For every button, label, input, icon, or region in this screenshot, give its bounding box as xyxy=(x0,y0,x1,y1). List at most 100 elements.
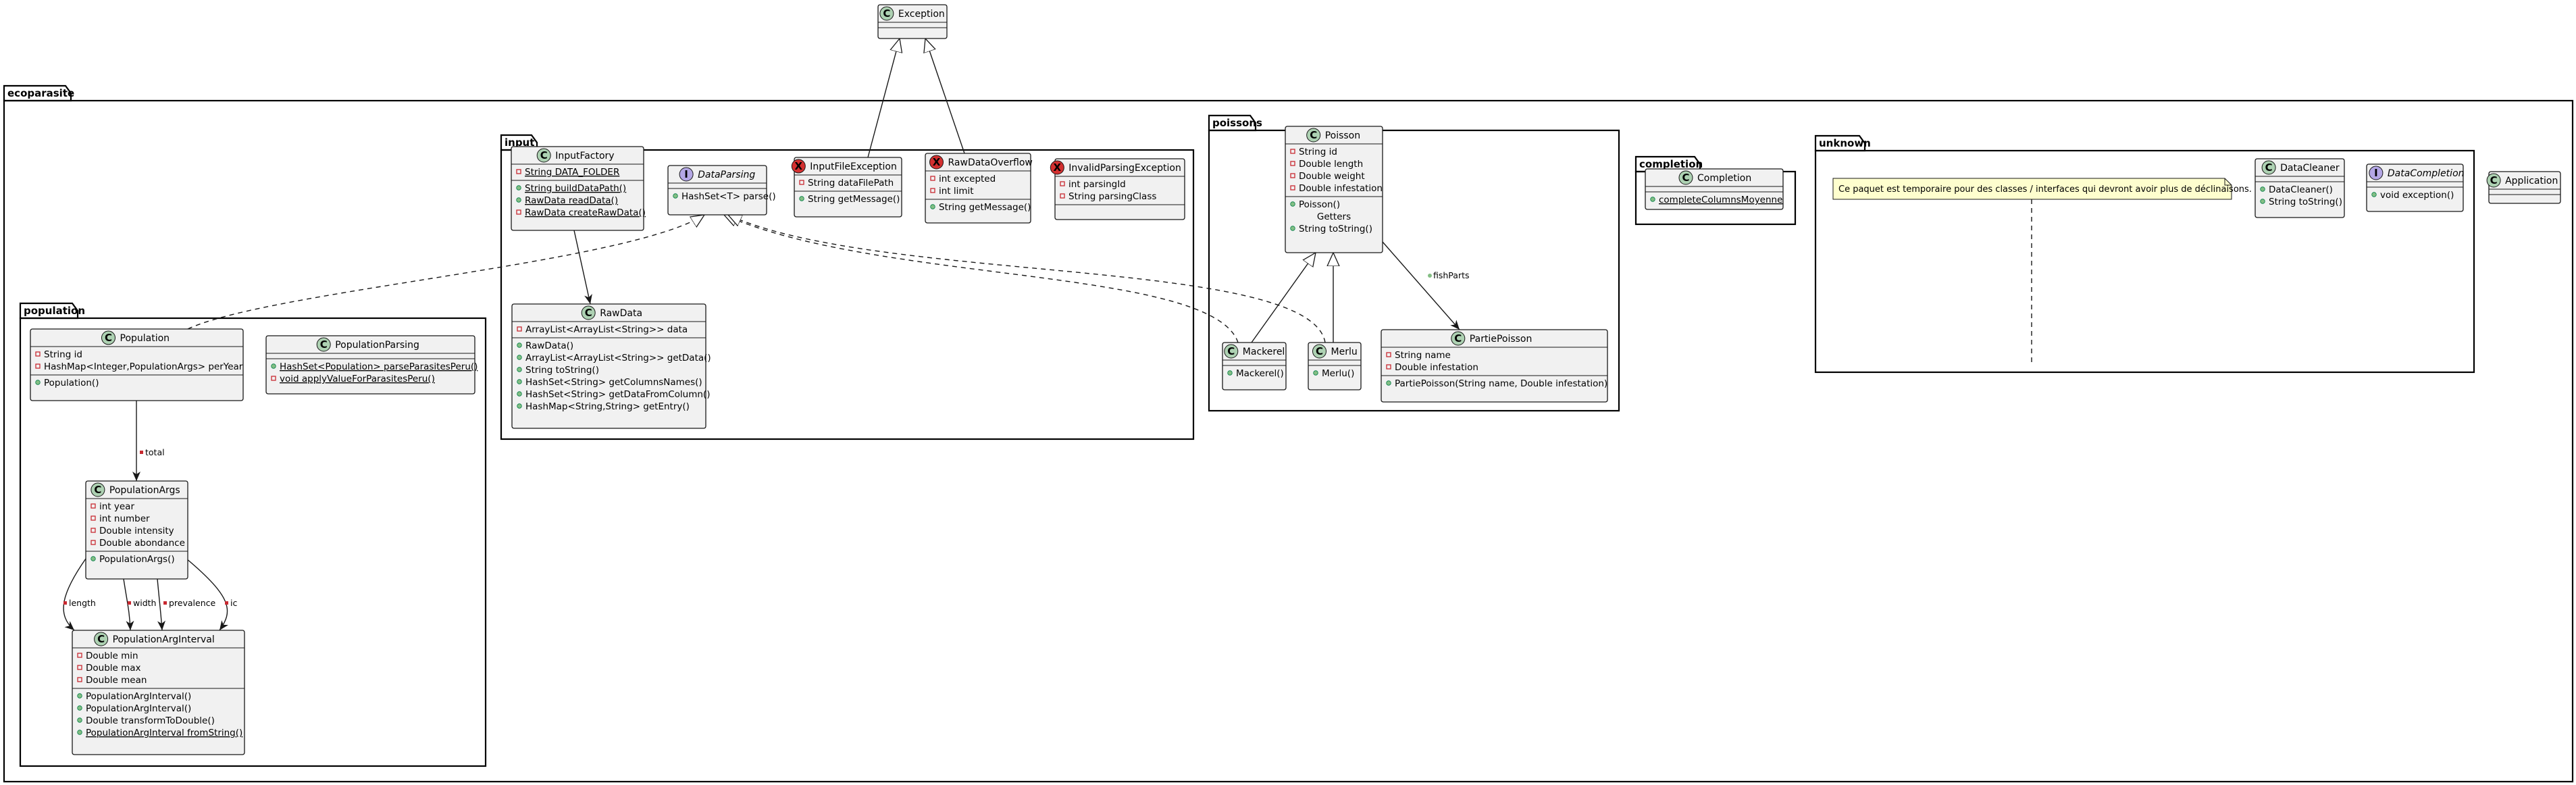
method-hashset-t-parse: HashSet<T> parse() xyxy=(673,191,776,202)
class-stereotype-icon: C xyxy=(1312,344,1326,359)
method-arraylist-arraylist-string-getdata: ArrayList<ArrayList<String>> getData() xyxy=(517,353,711,363)
method-datacleaner: DataCleaner() xyxy=(2260,184,2333,195)
class-exception[interactable]: C Exception xyxy=(877,4,948,39)
member-text: Double mean xyxy=(86,675,147,686)
class-stereotype-icon: C xyxy=(101,330,115,345)
package-tab xyxy=(1814,134,1866,152)
svg-text:X: X xyxy=(933,156,941,168)
relation-label-text: total xyxy=(145,447,165,457)
class-name: Exception xyxy=(898,9,945,20)
class-stereotype-icon: C xyxy=(94,632,109,647)
svg-text:I: I xyxy=(2374,167,2378,179)
svg-text:C: C xyxy=(1310,129,1317,141)
relation-label-text: prevalence xyxy=(169,598,216,608)
method-partiepoisson-string-name-double-infestation: PartiePoisson(String name, Double infest… xyxy=(1386,378,1607,389)
package-unknown: unknown xyxy=(1814,134,2475,374)
class-stereotype-icon: C xyxy=(879,6,894,21)
member-text: void applyValueForParasitesPeru() xyxy=(280,374,435,384)
member-text: String getMessage() xyxy=(808,194,900,205)
visibility-private-icon xyxy=(1290,149,1295,154)
visibility-public-icon xyxy=(2260,199,2265,204)
method-hashset-string-getdatafromcolumn: HashSet<String> getDataFromColumn() xyxy=(517,389,710,400)
visibility-private-icon xyxy=(77,665,82,670)
member-text: HashMap<Integer,PopulationArgs> perYear xyxy=(44,361,243,372)
member-text: Double weight xyxy=(1299,171,1365,182)
visibility-private-marker xyxy=(63,601,67,605)
package-tab xyxy=(3,84,72,102)
class-name: Application xyxy=(2505,176,2558,186)
member-text: HashSet<Population> parseParasitesPeru() xyxy=(280,361,478,372)
method-hashmap-string-string-getentry: HashMap<String,String> getEntry() xyxy=(517,401,690,412)
svg-text:X: X xyxy=(1054,161,1062,174)
note-text: Ce paquet est temporaire pour des classe… xyxy=(1838,184,2252,195)
package-name: poissons xyxy=(1212,117,1262,129)
relation-label-text: width xyxy=(133,598,156,608)
member-text: PopulationArgInterval fromString() xyxy=(86,728,242,738)
exception-stereotype-icon: X xyxy=(1050,160,1064,175)
member-text: String parsingClass xyxy=(1068,191,1156,202)
visibility-public-icon xyxy=(516,185,521,191)
class-name: InputFileException xyxy=(810,161,897,172)
visibility-public-icon xyxy=(1227,370,1233,376)
visibility-public-icon xyxy=(799,196,804,201)
relation-label-width: width xyxy=(128,598,156,608)
member-text: String toString() xyxy=(1299,224,1372,234)
class-box xyxy=(2488,171,2561,204)
class-box xyxy=(511,303,706,429)
class-box xyxy=(667,165,767,216)
attribute-double-max: Double max xyxy=(77,663,141,674)
member-text: Double length xyxy=(1299,159,1363,170)
relation-mackerel-extends-poisson xyxy=(1251,253,1316,343)
relation-poisson-fishparts-partiepoisson xyxy=(1383,242,1460,330)
interface-stereotype-icon: I xyxy=(679,167,694,182)
relation-label-text: fishParts xyxy=(1433,270,1470,280)
attribute-string-id: String id xyxy=(35,349,82,360)
class-name: Mackerel xyxy=(1243,347,1285,357)
visibility-public-icon xyxy=(517,403,522,409)
method-merlu: Merlu() xyxy=(1313,368,1354,379)
class-box xyxy=(85,480,188,580)
method-mackerel: Mackerel() xyxy=(1227,368,1284,379)
visibility-private-icon xyxy=(77,677,82,682)
attribute-string-id: String id xyxy=(1290,147,1337,157)
package-input: input xyxy=(500,134,1195,440)
attribute-double-abondance: Double abondance xyxy=(91,538,185,549)
class-name: Population xyxy=(120,333,170,344)
relation-label-ic: ic xyxy=(225,598,237,608)
svg-text:C: C xyxy=(1316,345,1323,357)
svg-text:C: C xyxy=(540,149,548,161)
method-string-getmessage: String getMessage() xyxy=(930,202,1031,213)
visibility-public-icon xyxy=(517,391,522,397)
attribute-int-excepted: int excepted xyxy=(930,174,996,184)
attribute-int-number: int number xyxy=(91,513,150,524)
package-tab xyxy=(1208,114,1257,132)
method-populationarginterval: PopulationArgInterval() xyxy=(77,691,191,702)
package-frame xyxy=(3,99,2574,783)
method-getters: Getters xyxy=(1317,211,1351,222)
method-string-tostring: String toString() xyxy=(2260,197,2342,207)
member-text: Double abondance xyxy=(99,538,185,549)
visibility-public-icon xyxy=(91,556,96,561)
member-text: PopulationArgs() xyxy=(99,554,175,565)
class-stereotype-icon: C xyxy=(91,482,105,497)
attribute-double-min: Double min xyxy=(77,651,138,661)
